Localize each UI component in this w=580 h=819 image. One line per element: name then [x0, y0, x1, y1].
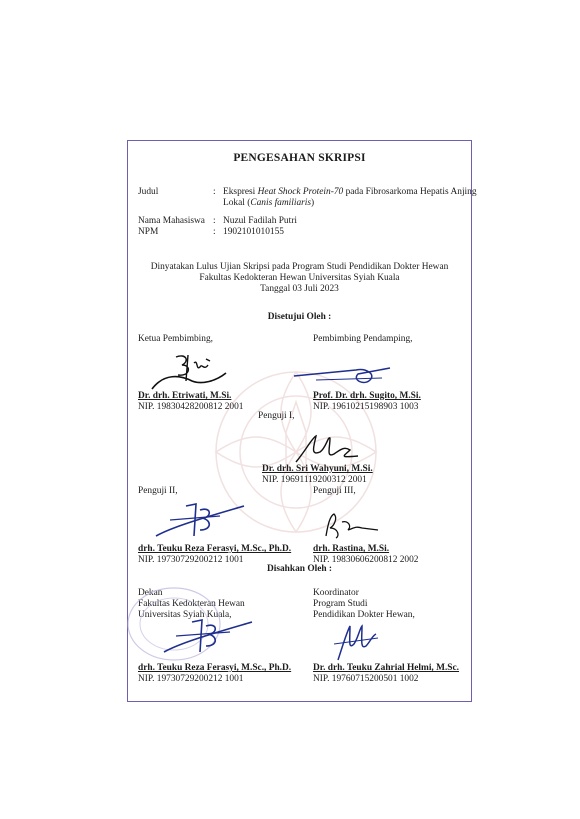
judul-line-2: Lokal (Canis familiaris)	[223, 198, 315, 208]
koordinator-signature-icon	[333, 624, 379, 661]
penguji3-name: drh. Rastina, M.Si.	[313, 544, 390, 554]
ketua-signature-icon	[151, 354, 227, 390]
statement-line-2: Fakultas Kedokteran Hewan Universitas Sy…	[199, 273, 400, 283]
penguji2-name: drh. Teuku Reza Ferasyi, M.Sc., Ph.D.	[138, 544, 292, 554]
approved-by-heading: Disetujui Oleh :	[267, 312, 332, 322]
pendamping-nip: NIP. 19610215198903 1003	[313, 402, 419, 412]
penguji1-name: Dr. drh. Sri Wahyuni, M.Si.	[262, 464, 373, 474]
koordinator-role-3: Pendidikan Dokter Hewan,	[313, 610, 415, 620]
ketua-role: Ketua Pembimbing,	[138, 334, 213, 344]
dekan-name: drh. Teuku Reza Ferasyi, M.Sc., Ph.D.	[138, 663, 292, 673]
dekan-role-3: Universitas Syiah Kuala,	[138, 610, 232, 620]
penguji2-role: Penguji II,	[138, 486, 178, 496]
colon: :	[213, 187, 216, 197]
nama-label: Nama Mahasiswa	[138, 216, 205, 226]
npm-value: 1902101010155	[223, 227, 284, 237]
penguji2-signature-icon	[155, 503, 245, 537]
ketua-nip: NIP. 19830428200812 2001	[138, 402, 244, 412]
koordinator-name: Dr. drh. Teuku Zahrial Helmi, M.Sc.	[313, 663, 460, 673]
npm-label: NPM	[138, 227, 159, 237]
koordinator-role-1: Koordinator	[313, 588, 359, 598]
dekan-signature-icon	[163, 619, 253, 653]
statement-line-1: Dinyatakan Lulus Ujian Skripsi pada Prog…	[150, 262, 449, 272]
nama-value: Nuzul Fadilah Putri	[223, 216, 297, 226]
pendamping-name: Prof. Dr. drh. Sugito, M.Si.	[313, 391, 421, 401]
ratified-by-heading: Disahkan Oleh :	[266, 564, 333, 574]
document-border	[127, 140, 472, 702]
dekan-nip: NIP. 19730729200212 1001	[138, 674, 244, 684]
penguji3-role: Penguji III,	[313, 486, 356, 496]
faculty-stamp-icon	[127, 587, 221, 661]
penguji2-nip: NIP. 19730729200212 1001	[138, 555, 244, 565]
koordinator-nip: NIP. 19760715200501 1002	[313, 674, 419, 684]
university-watermark-icon	[214, 370, 378, 534]
penguji3-nip: NIP. 19830606200812 2002	[313, 555, 419, 565]
penguji1-signature-icon	[295, 434, 359, 463]
judul-label: Judul	[138, 187, 159, 197]
colon: :	[213, 227, 216, 237]
pendamping-role: Pembimbing Pendamping,	[313, 334, 413, 344]
dekan-role-2: Fakultas Kedokteran Hewan	[138, 599, 245, 609]
page-title: PENGESAHAN SKRIPSI	[233, 152, 366, 164]
penguji1-role: Penguji I,	[258, 411, 295, 421]
judul-line-1: Ekspresi Heat Shock Protein-70 pada Fibr…	[223, 187, 477, 197]
penguji1-nip: NIP. 19691119200312 2001	[262, 475, 367, 485]
koordinator-role-2: Program Studi	[313, 599, 368, 609]
penguji3-signature-icon	[325, 513, 379, 539]
ketua-name: Dr. drh. Etriwati, M.Si.	[138, 391, 232, 401]
colon: :	[213, 216, 216, 226]
statement-line-3: Tanggal 03 Juli 2023	[260, 284, 339, 294]
pendamping-signature-icon	[293, 367, 391, 384]
